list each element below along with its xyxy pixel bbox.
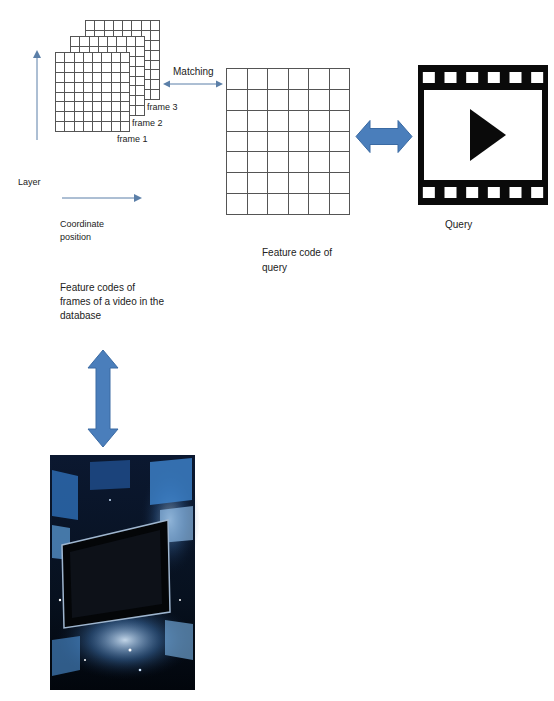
block-connector [356,121,412,153]
matching-connector [163,81,223,88]
query-feature-grid: Feature code of query [226,68,350,215]
film-outline [418,65,548,205]
film-icon: Query [418,65,548,205]
layer-axis-arrow [33,50,41,140]
grid-outline [226,68,350,215]
grid-outline [55,52,130,132]
edge-label: Matching [171,65,216,78]
frame-label: frame 3 [147,101,178,114]
caption-label: Feature codes of frames of a video in th… [60,281,168,323]
query-label: Query [445,218,472,233]
axis-label: Coordinate position [60,218,118,243]
coordinate-axis-arrow [62,194,142,202]
frame-grid: frame 1 [55,52,130,132]
frame-label: frame 2 [132,117,163,130]
block-double-arrow [88,350,118,447]
video-database-picture [50,455,200,690]
axis-label: Layer [18,176,41,189]
frame-label: frame 1 [117,133,148,146]
node-caption: Feature code of query [262,246,348,275]
